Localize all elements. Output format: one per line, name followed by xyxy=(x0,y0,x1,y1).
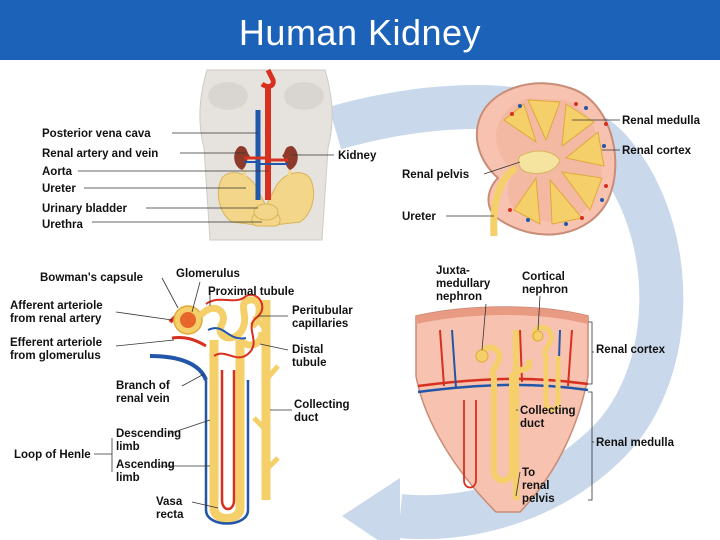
label-section-collecting-duct: duct xyxy=(520,418,544,430)
label-urethra: Urethra xyxy=(42,219,84,231)
label-afferent-from: from renal artery xyxy=(10,313,102,325)
label-descending-limb: limb xyxy=(116,441,140,453)
label-renal-medulla-top: Renal medulla xyxy=(622,115,701,127)
label-distal: Distal xyxy=(292,344,323,356)
torso-labels: Posterior vena cava Renal artery and vei… xyxy=(42,128,377,231)
label-posterior-vena-cava: Posterior vena cava xyxy=(42,128,151,140)
label-urinary-bladder: Urinary bladder xyxy=(42,203,128,215)
label-renal-artery-vein: Renal artery and vein xyxy=(42,148,158,160)
label-juxta: Juxta- xyxy=(436,265,470,277)
label-bowmans-capsule: Bowman's capsule xyxy=(40,272,143,284)
label-distal-tubule: tubule xyxy=(292,357,327,369)
label-glomerulus: Glomerulus xyxy=(176,268,240,280)
label-branch-of: Branch of xyxy=(116,380,170,392)
label-renal-vein: renal vein xyxy=(116,393,170,405)
title-bar xyxy=(0,0,720,60)
label-peritubular-capillaries: capillaries xyxy=(292,318,348,330)
label-vasa-recta: recta xyxy=(156,509,184,521)
label-descending: Descending xyxy=(116,428,181,440)
section-labels: Juxta- medullary nephron Cortical nephro… xyxy=(436,265,675,505)
label-vasa: Vasa xyxy=(156,496,183,508)
kidney-section-leader-lines xyxy=(446,119,620,217)
label-renal: renal xyxy=(522,480,550,492)
label-medullary: medullary xyxy=(436,278,491,290)
label-juxta-nephron: nephron xyxy=(436,291,482,303)
label-efferent-arteriole: Efferent arteriole xyxy=(10,337,102,349)
label-renal-cortex-bottom: Renal cortex xyxy=(596,344,666,356)
section-illustration xyxy=(415,306,593,513)
section-leader-lines xyxy=(481,295,594,497)
label-pelvis: pelvis xyxy=(522,493,555,505)
nephron-leader-lines xyxy=(94,277,292,509)
label-ascending: Ascending xyxy=(116,459,175,471)
label-cortical-nephron: nephron xyxy=(522,284,568,296)
label-section-collecting: Collecting xyxy=(520,405,576,417)
label-afferent-arteriole: Afferent arteriole xyxy=(10,300,103,312)
label-to: To xyxy=(522,467,535,479)
kidney-section-illustration xyxy=(475,82,617,237)
page-title: Human Kidney xyxy=(238,12,482,53)
label-loop-of-henle: Loop of Henle xyxy=(14,449,91,461)
label-efferent-from: from glomerulus xyxy=(10,350,101,362)
label-ureter-body: Ureter xyxy=(42,183,76,195)
label-renal-cortex-top: Renal cortex xyxy=(622,145,692,157)
label-collecting-duct: duct xyxy=(294,412,318,424)
nephron-labels: Bowman's capsule Glomerulus Proximal tub… xyxy=(10,268,353,521)
label-peritubular: Peritubular xyxy=(292,305,353,317)
torso-leader-lines xyxy=(78,132,334,223)
kidney-section-labels: Renal medulla Renal cortex Renal pelvis … xyxy=(402,115,701,223)
label-renal-medulla-bottom: Renal medulla xyxy=(596,437,675,449)
label-collecting: Collecting xyxy=(294,399,350,411)
nephron-illustration xyxy=(149,293,280,525)
label-ascending-limb: limb xyxy=(116,472,140,484)
label-proximal-tubule: Proximal tubule xyxy=(208,286,294,298)
label-aorta: Aorta xyxy=(42,166,73,178)
label-ureter-kidney: Ureter xyxy=(402,211,436,223)
label-kidney: Kidney xyxy=(338,150,377,162)
torso-illustration xyxy=(199,68,333,241)
label-cortical: Cortical xyxy=(522,271,565,283)
label-renal-pelvis: Renal pelvis xyxy=(402,169,469,181)
